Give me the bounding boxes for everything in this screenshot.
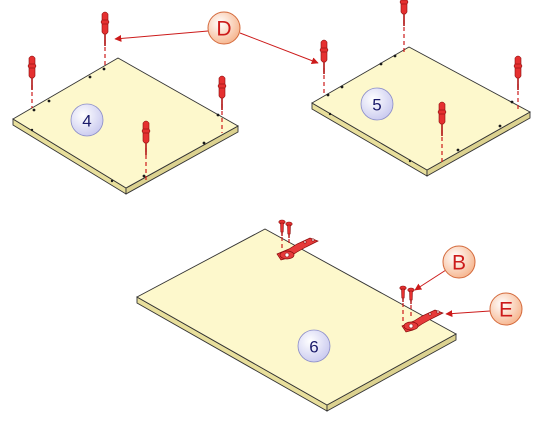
hinge-right — [399, 285, 444, 333]
panel-6: 6 — [136, 219, 457, 412]
panel-6-number-bubble: 6 — [297, 329, 331, 363]
callout-b: B — [414, 245, 476, 291]
panel-5-number: 5 — [372, 96, 381, 115]
dowel-pin-icon — [513, 55, 523, 91]
hinge-icon — [276, 237, 319, 261]
dowel-pin-icon — [217, 75, 227, 111]
screw-icon — [278, 219, 286, 237]
panel-4-dowel-pins — [27, 11, 227, 183]
hinge-icon — [401, 309, 444, 333]
screw-icon — [399, 285, 407, 303]
panel-4-number-bubble: 4 — [70, 103, 104, 137]
screw-icon — [407, 287, 415, 305]
callout-e: E — [445, 292, 523, 326]
dowel-pin-icon — [319, 39, 329, 75]
dowel-pin-icon — [27, 55, 37, 91]
panel-4-top-face — [12, 57, 239, 189]
panel-4-number: 4 — [82, 112, 91, 131]
callout-e-label: E — [499, 299, 513, 322]
panel-5-holes — [326, 54, 514, 163]
panel-4-holes — [30, 67, 220, 183]
panel-4: 4 — [12, 11, 239, 195]
panel-6-top-face — [136, 228, 457, 406]
dowel-pin-icon — [100, 11, 110, 47]
panel-5-number-bubble: 5 — [360, 87, 394, 121]
panel-6-number: 6 — [309, 338, 318, 357]
callout-d-label: D — [216, 18, 231, 41]
dowel-pin-icon — [399, 0, 409, 27]
hinge-top — [276, 219, 319, 261]
callout-b-label: B — [452, 252, 466, 275]
screw-icon — [285, 221, 293, 239]
callout-d: D — [114, 11, 319, 65]
panel-5-dowel-pins — [319, 0, 523, 163]
panel-5-top-face — [311, 46, 531, 171]
panel-5: 5 — [311, 0, 531, 177]
